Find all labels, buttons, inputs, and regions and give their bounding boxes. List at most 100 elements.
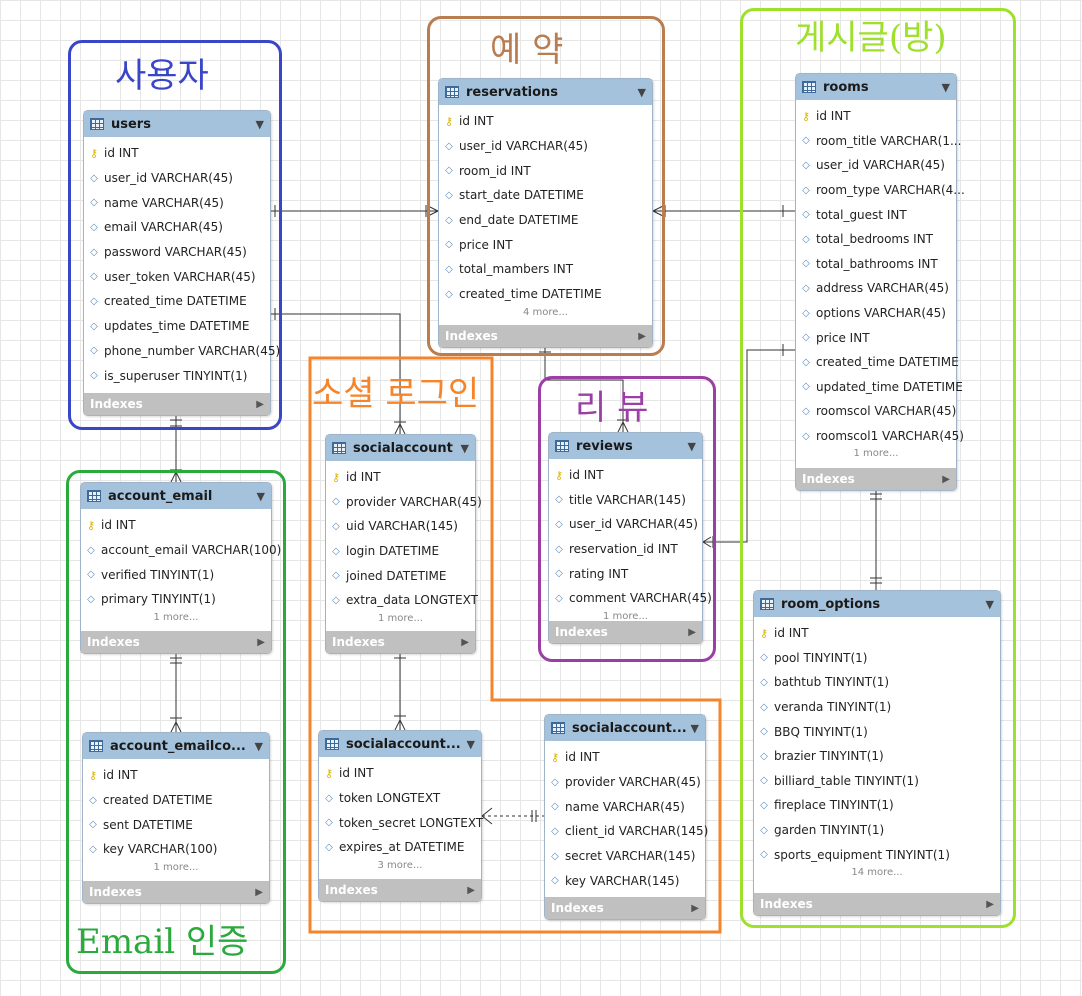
column-row[interactable]: ◇verified TINYINT(1)	[81, 562, 271, 587]
collapse-caret-icon[interactable]: ▼	[985, 597, 994, 611]
indexes-bar[interactable]: Indexes▶	[81, 631, 271, 653]
indexes-bar[interactable]: Indexes▶	[439, 325, 652, 347]
primary-key-column[interactable]: ⚷id INT	[81, 513, 271, 538]
primary-key-column[interactable]: ⚷id INT	[326, 465, 475, 490]
more-columns-label[interactable]: 1 more...	[853, 448, 899, 460]
primary-key-column[interactable]: ⚷id INT	[754, 621, 1000, 646]
indexes-bar[interactable]: Indexes▶	[326, 631, 475, 653]
column-row[interactable]: ◇billiard_table TINYINT(1)	[754, 769, 1000, 794]
indexes-bar[interactable]: Indexes▶	[545, 897, 705, 919]
table-reviews[interactable]: reviews▼⚷id INT◇title VARCHAR(145)◇user_…	[548, 432, 712, 644]
column-row[interactable]: ◇phone_number VARCHAR(45)	[84, 339, 280, 364]
expand-arrow-icon[interactable]: ▶	[461, 636, 469, 648]
expand-arrow-icon[interactable]: ▶	[638, 330, 646, 342]
column-row[interactable]: ◇updates_time DATETIME	[84, 314, 270, 339]
indexes-bar[interactable]: Indexes▶	[549, 621, 702, 643]
primary-key-column[interactable]: ⚷id INT	[549, 463, 702, 488]
collapse-caret-icon[interactable]: ▼	[941, 80, 950, 94]
column-row[interactable]: ◇end_date DATETIME	[439, 208, 652, 233]
column-row[interactable]: ◇total_mambers INT	[439, 257, 652, 282]
column-row[interactable]: ◇BBQ TINYINT(1)	[754, 719, 1000, 744]
expand-arrow-icon[interactable]: ▶	[467, 884, 475, 896]
column-row[interactable]: ◇account_email VARCHAR(100)	[81, 538, 281, 563]
column-row[interactable]: ◇room_title VARCHAR(1...	[796, 129, 961, 154]
primary-key-column[interactable]: ⚷id INT	[796, 104, 956, 129]
column-row[interactable]: ◇token LONGTEXT	[319, 786, 481, 811]
column-row[interactable]: ◇uid VARCHAR(145)	[326, 514, 475, 539]
column-row[interactable]: ◇is_superuser TINYINT(1)	[84, 363, 270, 388]
primary-key-column[interactable]: ⚷id INT	[439, 109, 652, 134]
column-row[interactable]: ◇garden TINYINT(1)	[754, 818, 1000, 843]
primary-key-column[interactable]: ⚷id INT	[319, 761, 481, 786]
expand-arrow-icon[interactable]: ▶	[691, 902, 699, 914]
primary-key-column[interactable]: ⚷id INT	[545, 745, 705, 770]
table-header[interactable]: room_options▼	[754, 591, 1000, 617]
column-row[interactable]: ◇total_bathrooms INT	[796, 252, 956, 277]
column-row[interactable]: ◇user_id VARCHAR(45)	[84, 166, 270, 191]
indexes-bar[interactable]: Indexes▶	[84, 393, 270, 415]
column-row[interactable]: ◇start_date DATETIME	[439, 183, 652, 208]
column-row[interactable]: ◇created DATETIME	[83, 788, 269, 813]
primary-key-column[interactable]: ⚷id INT	[83, 763, 269, 788]
column-row[interactable]: ◇roomscol VARCHAR(45)	[796, 399, 956, 424]
column-row[interactable]: ◇user_token VARCHAR(45)	[84, 264, 270, 289]
column-row[interactable]: ◇roomscol1 VARCHAR(45)	[796, 424, 964, 449]
column-row[interactable]: ◇sports_equipment TINYINT(1)	[754, 842, 1000, 867]
column-row[interactable]: ◇extra_data LONGTEXT	[326, 588, 478, 613]
column-row[interactable]: ◇address VARCHAR(45)	[796, 276, 956, 301]
column-row[interactable]: ◇token_secret LONGTEXT	[319, 810, 483, 835]
column-row[interactable]: ◇secret VARCHAR(145)	[545, 844, 705, 869]
column-row[interactable]: ◇user_id VARCHAR(45)	[439, 134, 652, 159]
table-header[interactable]: socialaccount▼	[326, 435, 475, 461]
indexes-bar[interactable]: Indexes▶	[796, 468, 956, 490]
table-header[interactable]: rooms▼	[796, 74, 956, 100]
table-header[interactable]: socialaccount...▼	[545, 715, 705, 741]
column-row[interactable]: ◇user_id VARCHAR(45)	[796, 153, 956, 178]
expand-arrow-icon[interactable]: ▶	[256, 398, 264, 410]
column-row[interactable]: ◇room_type VARCHAR(4...	[796, 178, 965, 203]
table-socialaccount-app[interactable]: socialaccount...▼⚷id INT◇provider VARCHA…	[544, 714, 708, 920]
indexes-bar[interactable]: Indexes▶	[83, 881, 269, 903]
expand-arrow-icon[interactable]: ▶	[986, 898, 994, 910]
collapse-caret-icon[interactable]: ▼	[255, 117, 264, 131]
table-account-emailconfirmation[interactable]: account_emailco...▼⚷id INT◇created DATET…	[82, 732, 270, 904]
column-row[interactable]: ◇user_id VARCHAR(45)	[549, 512, 702, 537]
column-row[interactable]: ◇email VARCHAR(45)	[84, 215, 270, 240]
column-row[interactable]: ◇total_guest INT	[796, 202, 956, 227]
table-header[interactable]: socialaccount...▼	[319, 731, 481, 757]
column-row[interactable]: ◇password VARCHAR(45)	[84, 240, 270, 265]
column-row[interactable]: ◇rating INT	[549, 561, 702, 586]
indexes-bar[interactable]: Indexes▶	[754, 893, 1000, 915]
table-socialaccount-token[interactable]: socialaccount...▼ ⚷id INT◇token LONGTEXT◇…	[318, 730, 483, 902]
more-columns-label[interactable]: 3 more...	[377, 859, 423, 871]
collapse-caret-icon[interactable]: ▼	[460, 441, 469, 455]
collapse-caret-icon[interactable]: ▼	[637, 85, 646, 99]
more-columns-label[interactable]: 1 more...	[378, 612, 423, 624]
collapse-caret-icon[interactable]: ▼	[254, 739, 263, 753]
collapse-caret-icon[interactable]: ▼	[256, 489, 265, 503]
column-row[interactable]: ◇sent DATETIME	[83, 812, 269, 837]
more-columns-label[interactable]: 1 more...	[603, 610, 648, 622]
column-row[interactable]: ◇updated_time DATETIME	[796, 375, 963, 400]
column-row[interactable]: ◇pool TINYINT(1)	[754, 646, 1000, 671]
collapse-caret-icon[interactable]: ▼	[687, 439, 696, 453]
column-row[interactable]: ◇total_bedrooms INT	[796, 227, 956, 252]
column-row[interactable]: ◇price INT	[796, 325, 956, 350]
column-row[interactable]: ◇provider VARCHAR(45)	[326, 490, 482, 515]
table-header[interactable]: users▼	[84, 111, 270, 137]
column-row[interactable]: ◇name VARCHAR(45)	[545, 794, 705, 819]
table-account-email[interactable]: account_email▼⚷id INT◇account_email VARC…	[80, 482, 281, 654]
table-rooms[interactable]: rooms▼ ⚷id INT◇room_title VARCHAR(1...◇us…	[795, 73, 965, 491]
column-row[interactable]: ◇fireplace TINYINT(1)	[754, 793, 1000, 818]
expand-arrow-icon[interactable]: ▶	[255, 886, 263, 898]
more-columns-label[interactable]: 1 more...	[153, 611, 199, 623]
expand-arrow-icon[interactable]: ▶	[942, 473, 950, 485]
table-users[interactable]: users▼⚷id INT◇user_id VARCHAR(45)◇name V…	[83, 110, 280, 416]
table-room-options[interactable]: room_options▼⚷id INT◇pool TINYINT(1)◇bat…	[753, 590, 1001, 916]
column-row[interactable]: ◇title VARCHAR(145)	[549, 488, 702, 513]
column-row[interactable]: ◇comment VARCHAR(45)	[549, 586, 712, 611]
more-columns-label[interactable]: 1 more...	[153, 861, 199, 873]
column-row[interactable]: ◇veranda TINYINT(1)	[754, 695, 1000, 720]
expand-arrow-icon[interactable]: ▶	[688, 626, 696, 638]
column-row[interactable]: ◇options VARCHAR(45)	[796, 301, 956, 326]
